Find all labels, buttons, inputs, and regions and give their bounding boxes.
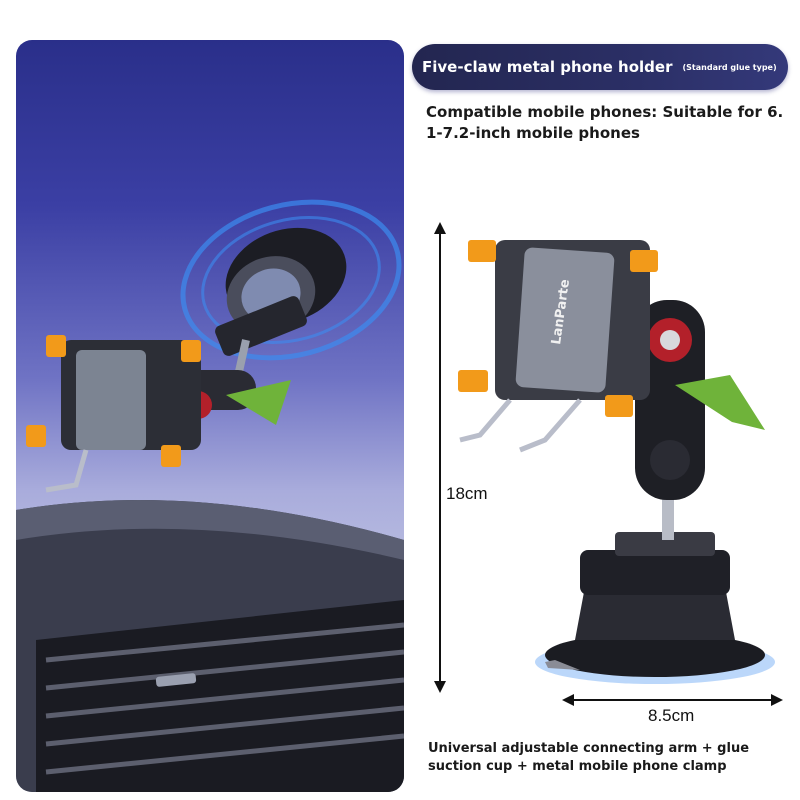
product-title: Five-claw metal phone holder	[422, 58, 673, 76]
product-subtitle: (Standard glue type)	[682, 62, 777, 72]
product-image: LanParte	[458, 240, 775, 684]
width-arrow	[562, 694, 783, 706]
air-vent	[36, 600, 404, 792]
compatibility-text: Compatible mobile phones: Suitable for 6…	[426, 103, 784, 142]
footer-description: Universal adjustable connecting arm + gl…	[428, 741, 750, 774]
scene-photo	[16, 40, 404, 792]
phone-clamp-image	[26, 335, 201, 493]
width-label: 8.5cm	[648, 706, 695, 725]
title-banner: Five-claw metal phone holder (Standard g…	[412, 44, 788, 90]
height-label: 18cm	[446, 484, 488, 503]
height-arrow	[434, 222, 446, 693]
